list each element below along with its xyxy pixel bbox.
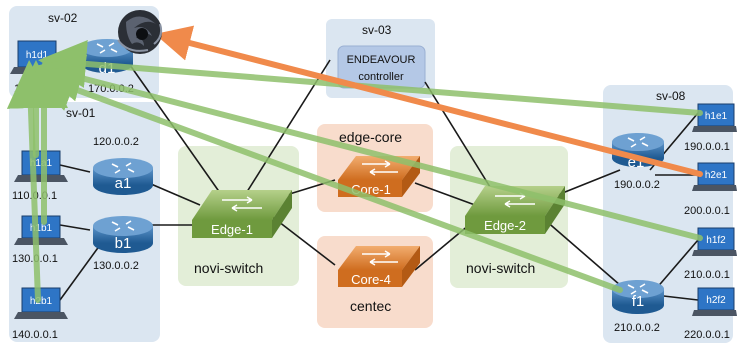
router-ip-b1: 130.0.0.2	[93, 260, 139, 272]
controller-label-line1: ENDEAVOUR	[347, 54, 416, 66]
label-sv-03: sv-03	[362, 23, 392, 37]
host-label-h2f2: h2f2	[706, 295, 726, 306]
label-novi-right: novi-switch	[466, 260, 535, 276]
host-h1e1[interactable]: h1e1	[692, 103, 737, 132]
host-h1b1[interactable]: h1b1	[14, 215, 68, 245]
router-label-a1: a1	[115, 175, 132, 192]
switch-label-core-4: Core-4	[351, 272, 391, 287]
router-label-b1: b1	[115, 235, 132, 252]
black-hole-icon	[117, 10, 163, 54]
host-label-h2e1: h2e1	[705, 170, 728, 181]
host-ip-h2f2: 220.0.0.1	[684, 329, 730, 341]
router-ip-a1: 120.0.0.2	[93, 136, 139, 148]
router-ip-e1: 190.0.0.2	[614, 179, 660, 191]
host-label-h1b1: h1b1	[30, 223, 53, 234]
router-b1[interactable]: b1	[93, 216, 153, 253]
host-h1f2[interactable]: h1f2	[692, 227, 737, 256]
host-h2f2[interactable]: h2f2	[692, 287, 737, 316]
host-h2e1[interactable]: h2e1	[692, 162, 737, 191]
label-sv-08: sv-08	[656, 89, 686, 103]
label-sv-02: sv-02	[48, 11, 78, 25]
host-h2b1[interactable]: h2b1	[14, 287, 68, 319]
switch-core-4[interactable]: Core-4	[338, 246, 420, 287]
flow-h2e1-to-d1	[154, 25, 703, 177]
host-ip-h1e1: 190.0.0.1	[684, 141, 730, 153]
host-label-h1e1: h1e1	[705, 111, 728, 122]
flow-h2b1-up	[6, 60, 55, 303]
switch-edge-2[interactable]: Edge-2	[465, 186, 565, 234]
flow-f1-to-h1d1	[27, 65, 623, 293]
switch-edge-1[interactable]: Edge-1	[192, 190, 292, 238]
green-flows	[6, 39, 703, 303]
label-centec: centec	[350, 298, 391, 314]
router-f1[interactable]: f1	[612, 280, 664, 314]
host-label-h2b1: h2b1	[30, 296, 53, 307]
flow-h1e1-to-h1d1	[38, 39, 703, 116]
router-ip-f1: 210.0.0.2	[614, 322, 660, 334]
label-edge-core: edge-core	[339, 129, 402, 145]
label-novi-left: novi-switch	[194, 260, 263, 276]
host-ip-h1f2: 210.0.0.1	[684, 269, 730, 281]
label-sv-01: sv-01	[66, 106, 96, 120]
switch-label-edge-2: Edge-2	[484, 218, 526, 233]
host-ip-h2e1: 200.0.0.1	[684, 205, 730, 217]
host-h1d1[interactable]: h1d1	[10, 40, 64, 74]
switch-label-edge-1: Edge-1	[211, 222, 253, 237]
router-a1[interactable]: a1	[93, 158, 153, 195]
router-label-f1: f1	[632, 293, 645, 310]
host-label-h1f2: h1f2	[706, 235, 726, 246]
controller-label-line2: controller	[358, 71, 404, 83]
host-ip-h2b1: 140.0.0.1	[12, 329, 58, 341]
host-label-h1d1: h1d1	[26, 50, 49, 61]
flow-h1f2-to-h1d1	[34, 54, 703, 241]
